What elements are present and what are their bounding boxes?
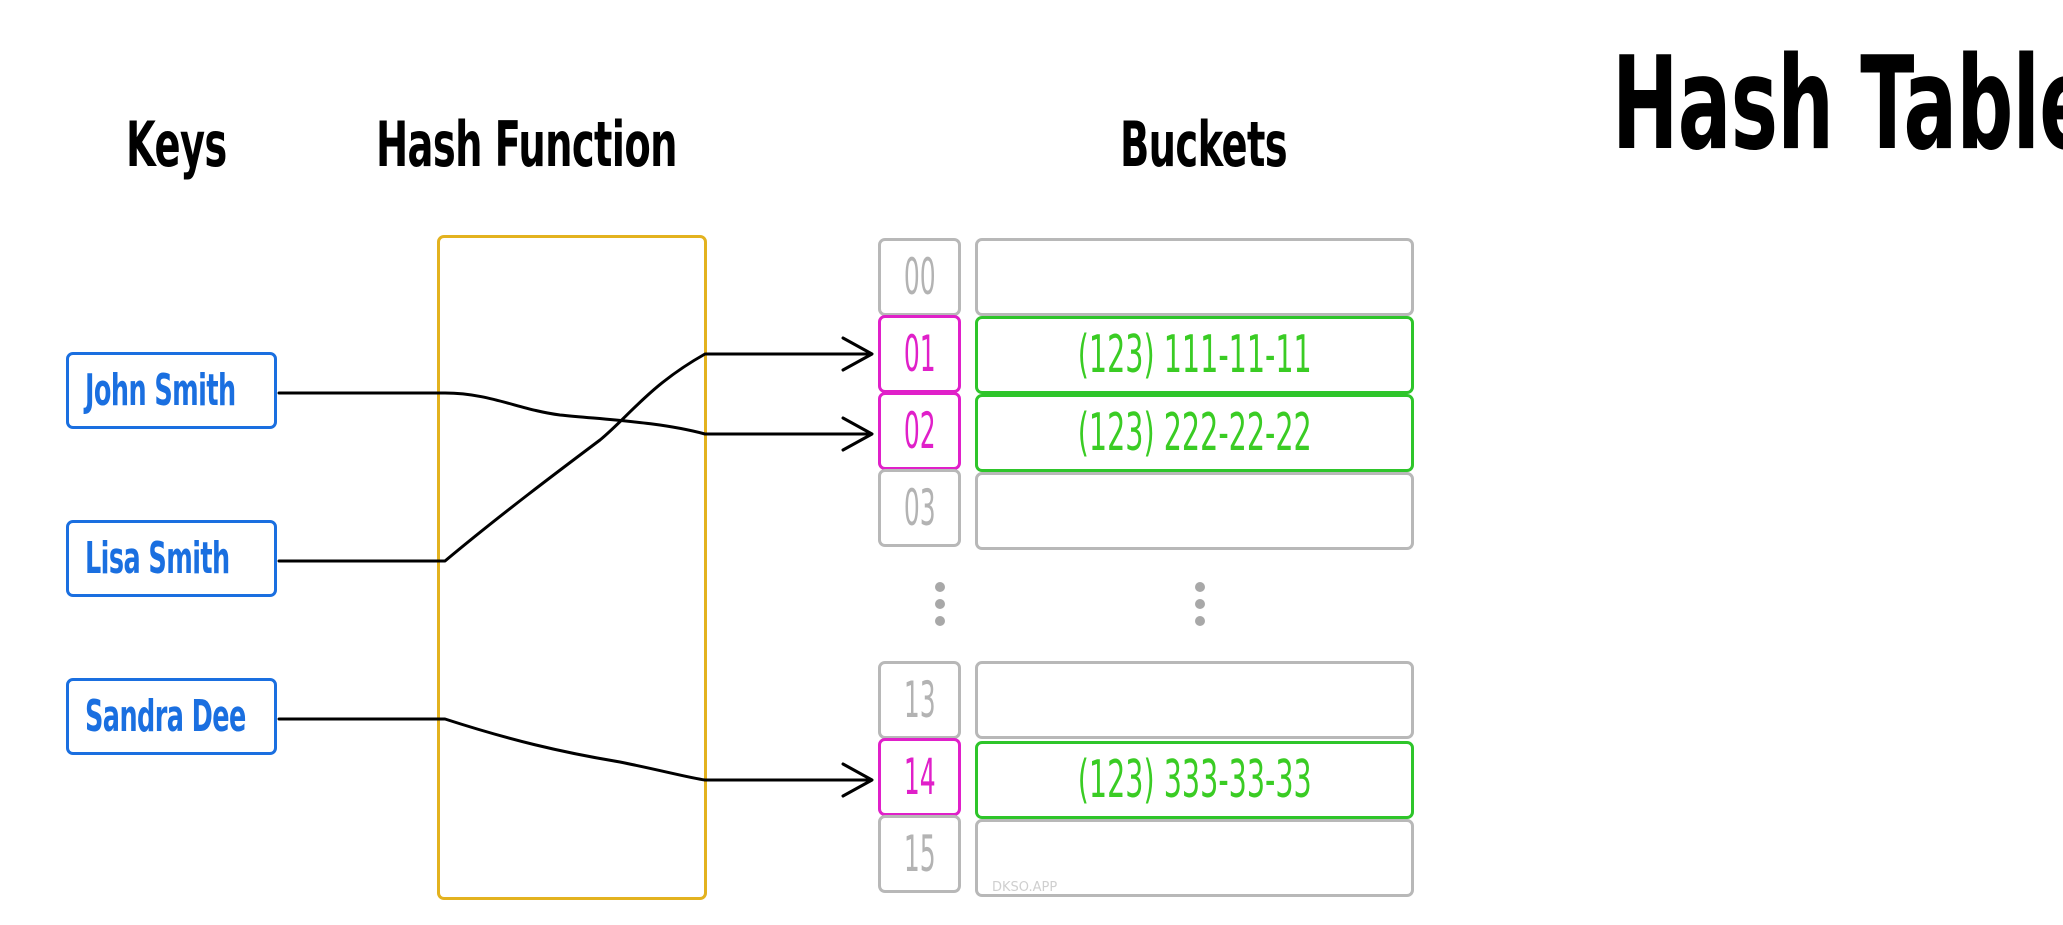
arrow-lisa-smith-to-01 <box>277 352 872 563</box>
bucket-index-02: 02 <box>878 392 961 470</box>
page-title: Hash Table <box>1612 30 2063 179</box>
keys-column-title: Keys <box>126 108 227 181</box>
hash-function-box <box>437 235 707 900</box>
bucket-01: (123) 111-11-11 <box>975 316 1414 394</box>
key-label: Sandra Dee <box>85 691 246 742</box>
bucket-02: (123) 222-22-22 <box>975 394 1414 472</box>
bucket-index-13: 13 <box>878 661 961 739</box>
bucket-index-01: 01 <box>878 315 961 393</box>
hash-function-column-title: Hash Function <box>376 108 677 181</box>
arrowhead-01-icon <box>841 336 874 372</box>
index-label: 00 <box>903 248 936 306</box>
index-label: 02 <box>903 402 936 460</box>
key-sandra-dee: Sandra Dee <box>66 678 277 755</box>
key-label: John Smith <box>85 365 236 416</box>
index-label: 03 <box>903 479 936 537</box>
index-ellipsis-icon <box>935 582 945 633</box>
key-john-smith: John Smith <box>66 352 277 429</box>
index-label: 14 <box>903 748 936 806</box>
index-label: 01 <box>903 325 936 383</box>
bucket-03 <box>975 472 1414 550</box>
bucket-ellipsis-icon <box>1195 582 1205 633</box>
key-label: Lisa Smith <box>85 533 230 584</box>
key-lisa-smith: Lisa Smith <box>66 520 277 597</box>
bucket-15 <box>975 819 1414 897</box>
arrow-john-smith-to-02 <box>277 391 872 436</box>
arrow-sandra-dee-to-14 <box>277 717 872 782</box>
index-label: 13 <box>903 671 936 729</box>
bucket-value: (123) 222-22-22 <box>1077 403 1312 463</box>
buckets-column-title: Buckets <box>1120 108 1288 181</box>
bucket-value: (123) 333-33-33 <box>1077 750 1312 810</box>
arrowhead-02-icon <box>841 416 874 452</box>
bucket-index-03: 03 <box>878 469 961 547</box>
watermark: DKSO.APP <box>992 880 1058 895</box>
index-label: 15 <box>903 825 936 883</box>
bucket-00 <box>975 238 1414 316</box>
bucket-14: (123) 333-33-33 <box>975 741 1414 819</box>
bucket-13 <box>975 661 1414 739</box>
bucket-index-15: 15 <box>878 815 961 893</box>
arrowhead-14-icon <box>841 762 874 798</box>
bucket-index-00: 00 <box>878 238 961 316</box>
bucket-value: (123) 111-11-11 <box>1077 325 1312 385</box>
bucket-index-14: 14 <box>878 738 961 816</box>
